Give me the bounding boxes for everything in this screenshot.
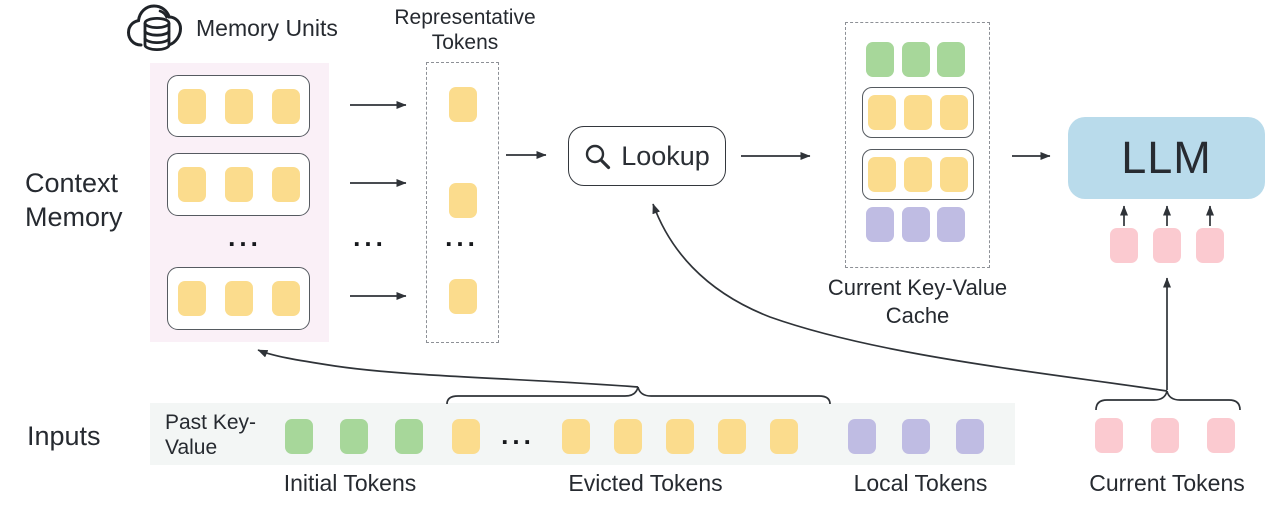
token [770, 418, 798, 454]
token [866, 42, 894, 77]
current-tokens-group [1095, 417, 1235, 453]
evicted-tokens-group [562, 418, 798, 454]
token [224, 88, 253, 124]
token [448, 183, 477, 218]
token [271, 88, 300, 124]
token [904, 95, 932, 130]
llm-box: LLM [1068, 117, 1265, 199]
token [452, 418, 480, 454]
lookup-label: Lookup [621, 140, 710, 171]
evicted-tokens-label: Evicted Tokens [568, 470, 723, 496]
token [666, 418, 694, 454]
token [1153, 228, 1181, 263]
cloud-database-icon [126, 4, 183, 51]
token [937, 42, 965, 77]
token [940, 157, 968, 192]
token [271, 281, 300, 316]
local-tokens-group [848, 418, 984, 454]
token [901, 42, 930, 77]
token [868, 95, 896, 130]
representative-tokens-label: Representative Tokens [394, 6, 536, 54]
token [866, 207, 894, 242]
cache-row-retrieved-2 [862, 149, 974, 200]
token [848, 418, 876, 454]
token [904, 157, 932, 192]
strip-ellipsis: ... [501, 420, 535, 450]
token [562, 418, 590, 454]
curve-evicted-to-memory [257, 349, 639, 388]
token [718, 418, 746, 454]
token [937, 207, 965, 242]
token [1207, 417, 1235, 453]
representative-tokens-column [448, 87, 477, 314]
cache-row-retrieved-1 [862, 87, 974, 138]
token [1110, 228, 1138, 263]
evicted-tokens-brace [446, 386, 831, 405]
token [614, 418, 642, 454]
token [177, 281, 206, 316]
representative-ellipsis: ... [445, 222, 479, 252]
memory-unit-2 [167, 153, 310, 216]
memory-ellipsis: ... [228, 222, 262, 252]
llm-input-tokens [1110, 228, 1224, 263]
cache-row-local [866, 207, 965, 242]
search-icon [586, 144, 611, 169]
current-tokens-label: Current Tokens [1089, 470, 1245, 496]
token [224, 281, 253, 316]
current-tokens-brace [1095, 390, 1241, 411]
initial-tokens-label: Initial Tokens [283, 470, 417, 496]
current-kv-cache-label: Current Key-Value Cache [827, 275, 1008, 328]
cache-row-initial [866, 42, 965, 77]
token [177, 88, 206, 124]
between-columns-ellipsis: ... [353, 222, 387, 252]
context-memory-label: Context Memory [25, 168, 123, 232]
memory-unit-3 [167, 267, 310, 330]
token [395, 418, 423, 454]
inputs-label: Inputs [27, 421, 101, 451]
token [901, 207, 930, 242]
token [956, 418, 984, 454]
token [340, 418, 368, 454]
token [902, 418, 930, 454]
memory-unit-1 [167, 75, 310, 137]
lookup-button: Lookup [568, 126, 726, 186]
token [448, 87, 477, 122]
initial-tokens-group [285, 418, 423, 454]
past-key-value-label: Past Key-Value [165, 411, 257, 459]
token [1196, 228, 1224, 263]
token [868, 157, 896, 192]
token [177, 167, 206, 202]
token [940, 95, 968, 130]
token [271, 167, 300, 202]
local-tokens-label: Local Tokens [853, 470, 988, 496]
token [448, 279, 477, 314]
token [1151, 417, 1179, 453]
llm-label: LLM [1121, 132, 1212, 183]
token [224, 167, 253, 202]
memory-units-label: Memory Units [196, 15, 338, 41]
token [1095, 417, 1123, 453]
token [285, 418, 313, 454]
evicted-head-token [452, 418, 480, 454]
